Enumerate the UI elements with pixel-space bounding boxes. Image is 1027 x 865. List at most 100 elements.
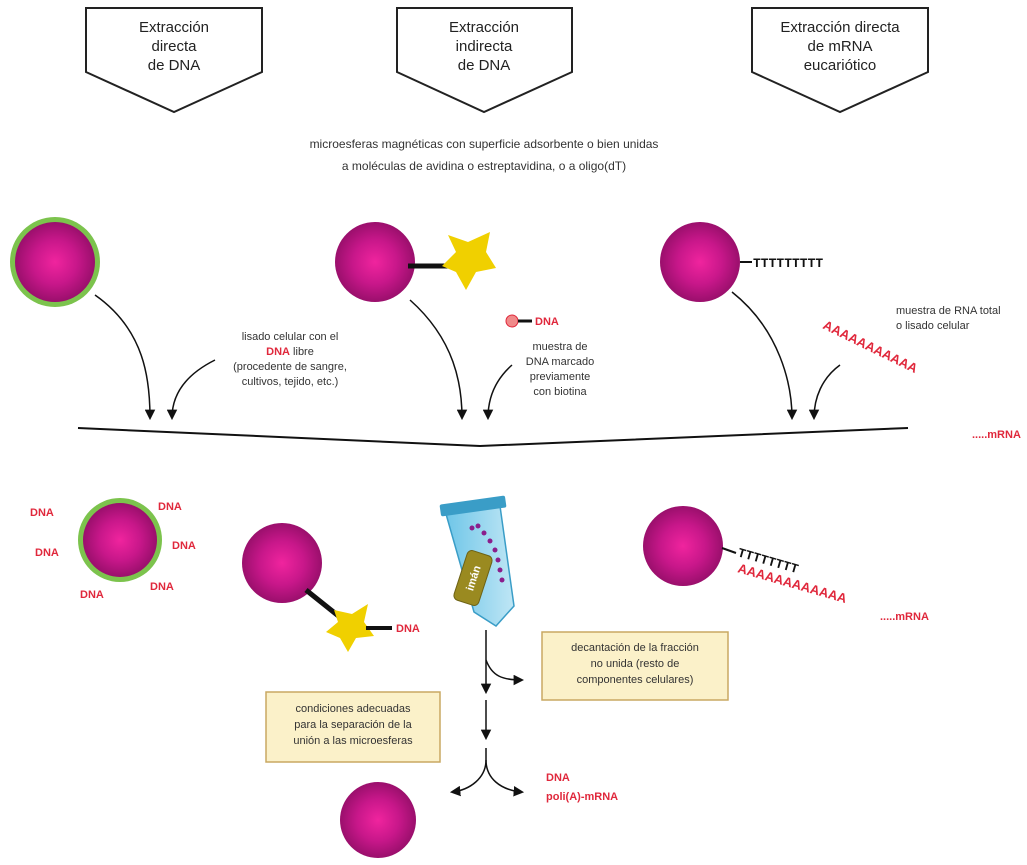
free-bead <box>340 782 416 858</box>
tube-bead <box>475 523 481 529</box>
convergence-line <box>77 427 909 448</box>
product-mrna: poli(A)-mRNA <box>546 791 618 803</box>
tube-beads <box>469 523 505 583</box>
bound-dna-label: DNA <box>396 623 420 635</box>
dna-label: DNA <box>30 507 54 519</box>
bead-core <box>643 506 723 586</box>
lysate-label: lisado celular con el DNA libre (procede… <box>233 331 347 388</box>
bound-mrna-suffix: .....mRNA <box>880 611 929 623</box>
banner-shape <box>396 7 573 114</box>
box-line: decantación de la fracción <box>571 642 699 654</box>
process-arrows <box>449 630 525 797</box>
banner-line: Extracción <box>139 19 209 36</box>
rna-sample-line: muestra de RNA total <box>896 305 1001 317</box>
oligo-dt-bead: TTTTTTTTT <box>660 222 823 302</box>
oligo-dt-bead-bound: TTTTTTTT AAAAAAAAAAAA .....mRNA <box>643 506 929 623</box>
banner-line: indirecta <box>456 38 513 55</box>
tube-bead <box>497 567 503 573</box>
biotin-dna-label: DNA <box>535 316 559 328</box>
banner-direct-mrna: Extracción directa de mRNA eucariótico <box>751 7 929 114</box>
dna-label: DNA <box>172 540 196 552</box>
banner-indirect-dna: Extracción indirecta de DNA <box>396 7 573 114</box>
decantation-box: decantación de la fracción no unida (res… <box>541 631 729 701</box>
magnet <box>453 550 493 606</box>
avidin-bead <box>335 222 496 302</box>
mrna-suffix: .....mRNA <box>972 429 1021 441</box>
arrow <box>731 291 798 421</box>
banner-shape <box>85 7 263 114</box>
box-line: no unida (resto de <box>591 658 680 670</box>
dna-label: DNA <box>158 501 182 513</box>
box-line: condiciones adecuadas <box>296 703 411 715</box>
arrow <box>485 759 525 797</box>
biotin-sample-line: con biotina <box>533 386 587 398</box>
lysate-line: DNA libre <box>266 346 314 358</box>
tube-bead <box>487 538 493 544</box>
banner-line: de mRNA <box>807 38 872 55</box>
arrow <box>94 294 156 421</box>
tube-bead <box>492 547 498 553</box>
avidin-bead-bound: DNA <box>242 523 420 652</box>
bead-core <box>83 503 157 577</box>
lysate-line-rest: libre <box>290 346 314 358</box>
bead-core <box>335 222 415 302</box>
banner-line: de DNA <box>148 57 201 74</box>
bead-core <box>15 222 95 302</box>
dna-label: DNA <box>35 547 59 559</box>
banner-direct-dna: Extracción directa de DNA <box>85 7 263 114</box>
conditions-box: condiciones adecuadas para la separación… <box>265 691 441 763</box>
biotin-sample-line: muestra de <box>532 341 587 353</box>
banner-line: Extracción directa <box>780 19 900 36</box>
biotin-dot <box>505 314 519 328</box>
biotin-sample-line: DNA marcado <box>526 356 594 368</box>
biotin-sample-label: muestra de DNA marcado previamente con b… <box>526 341 594 398</box>
avidin-molecule <box>326 604 374 652</box>
magnet-tube: imán <box>439 495 515 627</box>
box-line: unión a las microesferas <box>293 735 413 747</box>
linker <box>721 547 737 554</box>
caption-line: microesferas magnéticas con superficie a… <box>310 137 659 151</box>
free-mrna: AAAAAAAAAAA .....mRNA <box>821 317 1021 441</box>
dna-label: DNA <box>80 589 104 601</box>
dna-label: DNA <box>150 581 174 593</box>
banner-shape <box>751 7 929 114</box>
bead-core <box>340 782 416 858</box>
product-dna: DNA <box>546 772 570 784</box>
box-bg <box>265 691 441 763</box>
rna-sample-line: o lisado celular <box>896 320 970 332</box>
lysate-line: (procedente de sangre, <box>233 361 347 373</box>
bead-core <box>660 222 740 302</box>
rna-sample-label: muestra de RNA total o lisado celular <box>896 305 1001 332</box>
adsorbent-bead-bound: DNA DNA DNA DNA DNA DNA <box>30 498 196 601</box>
arrow <box>485 659 525 686</box>
biotin-sample-line: previamente <box>530 371 591 383</box>
lysate-dna-word: DNA <box>266 346 290 358</box>
tube-bead <box>469 525 475 531</box>
banner-line: de DNA <box>458 57 511 74</box>
avidin-molecule <box>442 232 496 290</box>
arrow <box>449 748 487 797</box>
arrow <box>808 364 841 421</box>
tube-cap <box>439 495 507 517</box>
box-bg <box>541 631 729 701</box>
box-line: para la separación de la <box>294 719 412 731</box>
oligo-dt-label: TTTTTTTTT <box>753 256 823 271</box>
tube-bead <box>481 530 487 536</box>
adsorbent-bead <box>10 217 100 307</box>
box-line: componentes celulares) <box>577 674 694 686</box>
arrow <box>482 364 513 421</box>
banner-line: Extracción <box>449 19 519 36</box>
banner-line: eucariótico <box>804 57 877 74</box>
banner-line: directa <box>151 38 197 55</box>
converge-arrows <box>94 291 841 421</box>
arrow <box>409 299 468 421</box>
lysate-line: lisado celular con el <box>242 331 339 343</box>
bead-core <box>242 523 322 603</box>
tube-bead <box>499 577 505 583</box>
caption-line: a moléculas de avidina o estreptavidina,… <box>342 159 626 173</box>
biotin-dna-icon: DNA <box>505 314 559 328</box>
arrow <box>166 359 216 421</box>
tube-bead <box>495 557 501 563</box>
lysate-line: cultivos, tejido, etc.) <box>242 376 339 388</box>
